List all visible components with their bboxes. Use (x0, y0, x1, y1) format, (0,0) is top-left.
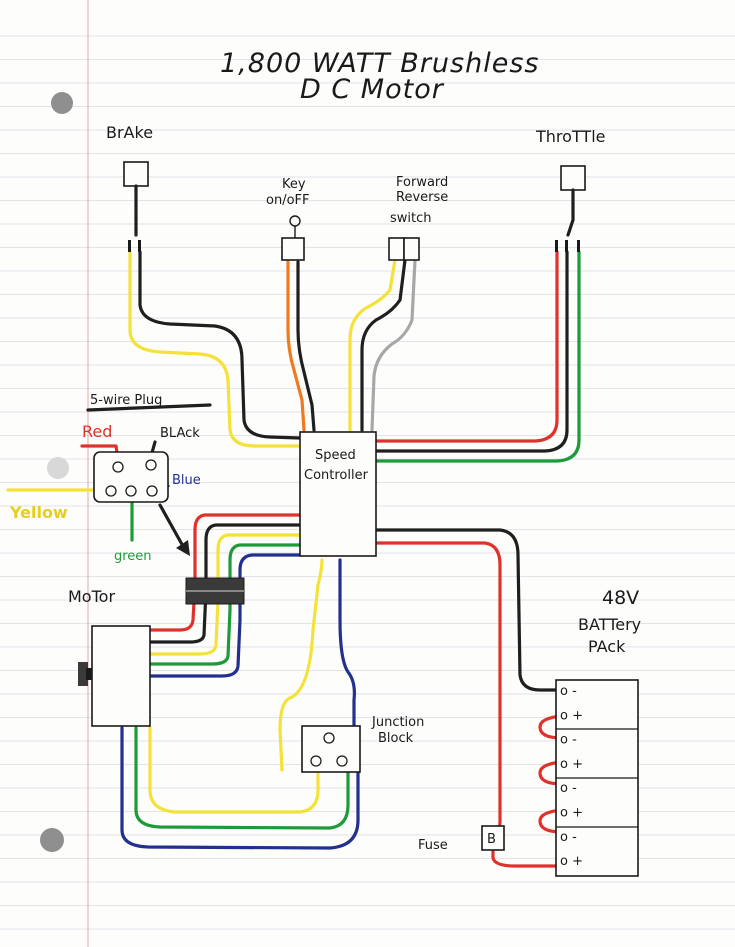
throttle-pin-2 (565, 240, 568, 252)
throttle-cable (566, 188, 575, 237)
junction-terminal-2 (310, 755, 322, 767)
label-battery-line1: 48V (602, 587, 639, 609)
battery-terminal-label: o - (560, 781, 577, 796)
speed-controller (299, 431, 377, 557)
motor-shaft-collar (86, 668, 92, 680)
wire-phase-yellow (148, 726, 320, 814)
motor (91, 625, 151, 727)
motor-shaft (78, 662, 88, 686)
controller-label-line2: Controller (304, 468, 369, 483)
label-fuse: Fuse (418, 838, 448, 853)
label-green: green (114, 549, 152, 564)
fr-switch-right (403, 237, 420, 261)
throttle-pin-1 (555, 240, 558, 252)
brake-pin-1 (128, 240, 131, 252)
plug-socket-blue (146, 485, 158, 497)
wire-phase-blue (120, 726, 360, 850)
label-red: Red (82, 422, 112, 441)
label-plug: 5-wire Plug (90, 393, 162, 408)
battery-terminal-label: o - (560, 684, 577, 699)
battery-jumper-3 (538, 808, 564, 834)
fuse (481, 825, 505, 851)
wire-fr-yellow (348, 258, 397, 432)
wire-brake-black (138, 250, 302, 440)
battery-terminal-label: o + (560, 757, 583, 772)
diagram-title-line2: D C Motor (300, 74, 445, 105)
label-brake: BrAke (106, 123, 153, 142)
wire-fr-black (360, 258, 407, 432)
junction-terminal-3 (336, 755, 348, 767)
wire-junction-yellow (278, 558, 324, 772)
label-fr-line2: Reverse (396, 190, 448, 205)
label-key-line2: on/oFF (266, 193, 309, 208)
wire-battery-red (374, 541, 502, 837)
label-fr-line1: Forward (396, 175, 448, 190)
wire-phase-green (134, 726, 350, 830)
label-black: BLAck (160, 426, 200, 441)
wire-junction-blue (338, 558, 356, 732)
key-ring (289, 215, 301, 227)
battery-terminal-label: o + (560, 806, 583, 821)
label-junction-line1: Junction (371, 715, 424, 730)
fr-switch-left (388, 237, 405, 261)
plug-socket-black (145, 459, 157, 471)
plug-socket-yellow (105, 485, 117, 497)
wire-motor-green (148, 543, 302, 666)
label-throttle: ThroTTle (535, 127, 605, 146)
battery-terminal-label: o + (560, 708, 583, 723)
battery-terminal-label: o - (560, 830, 577, 845)
battery-jumper-1 (538, 714, 564, 740)
label-battery-line2: BATTery (578, 615, 641, 634)
punch-hole-middle (47, 457, 69, 479)
throttle-unit (560, 165, 586, 191)
plug-underline (86, 403, 212, 412)
paper-ruling (0, 35, 735, 930)
label-battery-line3: PAck (588, 637, 626, 656)
controller-label-line1: Speed (315, 448, 356, 463)
throttle-pin-3 (577, 240, 580, 252)
label-blue: Blue (172, 473, 201, 488)
wire-key-orange (286, 260, 306, 432)
wire-throttle-red (374, 250, 559, 443)
diagram-title-line1: 1,800 WATT Brushless (220, 48, 539, 79)
five-wire-plug (93, 451, 169, 503)
plug-socket-red (112, 461, 124, 473)
battery-terminal-label: o + (560, 854, 583, 869)
battery-terminals: o - o + o - o + o - o + o - o + (560, 684, 583, 869)
key-switch (281, 237, 305, 261)
plug-arrow-head (176, 540, 190, 556)
battery-jumper-2 (538, 760, 564, 786)
punch-hole-top (51, 92, 73, 114)
wire-key-black (296, 260, 316, 432)
label-motor: MoTor (68, 587, 115, 606)
wire-throttle-black (374, 250, 569, 453)
wire-fuse-red (491, 848, 562, 868)
wire-throttle-green (374, 250, 581, 463)
wire-brake-yellow (128, 250, 302, 448)
wire-motor-blue (148, 553, 302, 678)
label-fr-line3: switch (390, 211, 432, 226)
label-junction-line2: Block (378, 731, 414, 746)
wire-fr-gray (370, 258, 417, 432)
wire-battery-black (374, 528, 562, 692)
label-yellow: Yellow (9, 503, 68, 522)
punch-hole-bottom (40, 828, 64, 852)
wire-motor-red (148, 513, 302, 632)
fuse-mark: B (487, 832, 496, 847)
brake-pin-2 (138, 240, 141, 252)
plug-arrow (158, 503, 186, 550)
label-key-line1: Key (282, 177, 306, 192)
battery-terminal-label: o - (560, 733, 577, 748)
brake-switch (123, 161, 149, 187)
plug-socket-green (125, 485, 137, 497)
junction-terminal-1 (323, 732, 335, 744)
